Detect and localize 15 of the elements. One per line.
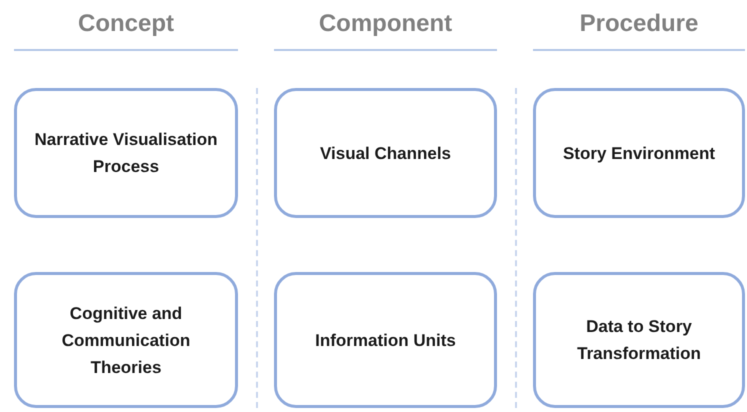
concept-box xyxy=(533,88,745,218)
box-text: Information Units xyxy=(315,330,456,352)
box-text: Visual Channels xyxy=(320,142,451,164)
concept-box xyxy=(14,88,238,218)
box-text: Cognitive and Communication Theories xyxy=(60,302,192,378)
concept-box xyxy=(274,272,497,408)
column-heading: Procedure xyxy=(578,9,700,39)
concept-box xyxy=(14,272,238,408)
concept-box xyxy=(274,88,497,218)
column-heading: Component xyxy=(318,9,454,39)
concept-box xyxy=(533,272,745,408)
column-heading: Concept xyxy=(77,9,175,39)
box-text: Narrative Visualisation Process xyxy=(34,129,218,178)
box-text: Data to Story Transformation xyxy=(576,316,702,365)
box-text: Story Environment xyxy=(562,142,716,164)
